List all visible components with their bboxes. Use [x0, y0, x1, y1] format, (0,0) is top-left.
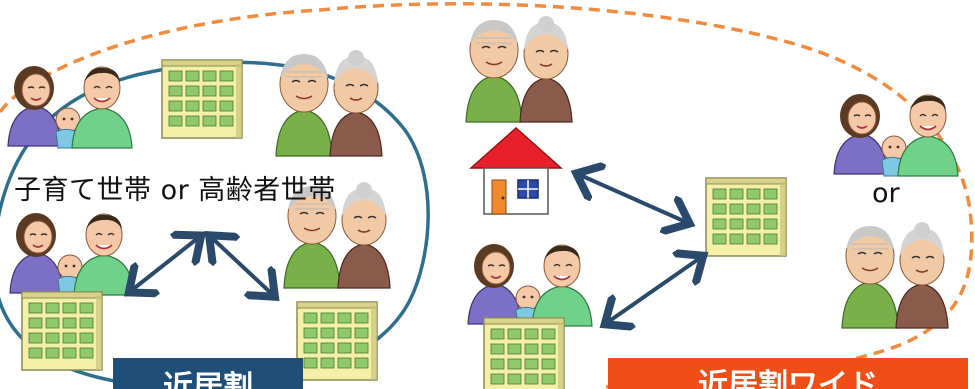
family-icon-top-left — [7, 65, 133, 149]
elderly-couple-icon-top-left — [275, 49, 383, 157]
household-type-label: 子育て世帯 or 高齢者世帯 — [14, 175, 336, 206]
family-icon-center — [467, 243, 593, 327]
arrow-family-to-building — [608, 258, 700, 322]
kinkyowari-wide-badge: 近居割ワイド — [608, 358, 968, 389]
apartment-icon-top-left — [161, 59, 243, 139]
house-icon — [470, 127, 562, 215]
arrow-house-to-building — [580, 175, 686, 222]
elderly-couple-icon-right — [841, 221, 949, 329]
apartment-icon-center-right — [705, 177, 787, 257]
apartment-icon-center-bottom — [483, 317, 565, 389]
arrow-right-diagonal — [212, 238, 272, 294]
kinkyowari-badge: 近居割 — [113, 358, 303, 389]
or-label: or — [872, 178, 900, 209]
elderly-couple-icon-center — [465, 15, 573, 123]
arrow-left-diagonal — [132, 238, 198, 290]
family-icon-bottom-left — [9, 212, 135, 296]
apartment-icon-bottom-center — [296, 301, 378, 381]
apartment-icon-bottom-left — [21, 291, 103, 371]
